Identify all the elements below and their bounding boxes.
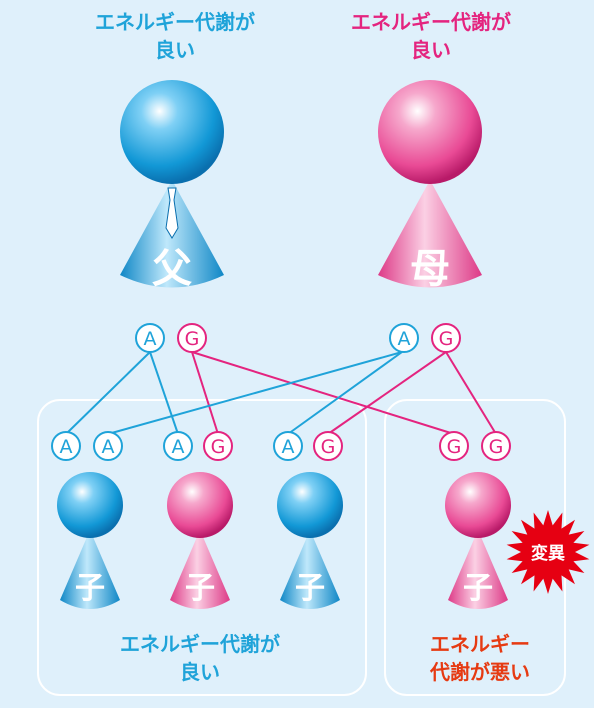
necktie-icon <box>165 187 179 239</box>
mother-head <box>378 80 482 184</box>
children-good-label: エネルギー代謝が 良い <box>95 630 305 686</box>
father-trait-line2: 良い <box>155 38 195 62</box>
allele-circle <box>481 431 511 461</box>
line-father-a-to-child1 <box>65 351 151 435</box>
mother-body <box>378 180 482 288</box>
child-bad-line1: エネルギー <box>430 632 530 656</box>
line-father-g-to-child4 <box>191 351 455 435</box>
line-mother-a-to-child1 <box>107 351 403 435</box>
allele-label: G <box>185 328 200 350</box>
child-body <box>170 530 230 609</box>
allele-label: G <box>489 436 504 458</box>
mother-figure: 母 <box>378 80 482 292</box>
mother-trait-line2: 良い <box>411 38 451 62</box>
father-head <box>120 80 224 184</box>
mother-trait-line1: エネルギー代謝が <box>351 10 511 34</box>
children-good-line1: エネルギー代謝が <box>120 632 280 656</box>
allele-label: A <box>144 328 157 350</box>
allele-label: A <box>102 436 115 458</box>
father-trait-label: エネルギー代謝が 良い <box>70 8 280 64</box>
child-2-figure: 子 <box>167 472 233 609</box>
allele-circle <box>203 431 233 461</box>
allele-circle <box>431 323 461 353</box>
allele-circle <box>313 431 343 461</box>
allele-label: A <box>398 328 411 350</box>
line-father-a-to-child2 <box>149 351 179 435</box>
children-good-line2: 良い <box>180 660 220 684</box>
child-head <box>167 472 233 538</box>
allele-circle <box>135 323 165 353</box>
allele-circle <box>51 431 81 461</box>
child-bad-label: エネルギー 代謝が悪い <box>395 630 565 686</box>
allele-circle <box>439 431 469 461</box>
child-head <box>57 472 123 538</box>
allele-circle <box>389 323 419 353</box>
child-1-figure: 子 <box>57 472 123 609</box>
child-char: 子 <box>463 571 493 606</box>
mother-trait-label: エネルギー代謝が 良い <box>326 8 536 64</box>
child-body <box>280 530 340 609</box>
child-bad-line2: 代謝が悪い <box>430 660 530 684</box>
child-4-alleles: G G <box>439 431 511 461</box>
allele-label: G <box>211 436 226 458</box>
child-4-figure: 子 <box>445 472 511 609</box>
allele-circle <box>93 431 123 461</box>
line-mother-g-to-child3 <box>327 351 447 435</box>
allele-label: A <box>60 436 73 458</box>
good-group-box <box>37 399 367 696</box>
child-char: 子 <box>75 571 105 606</box>
allele-label: G <box>447 436 462 458</box>
allele-circle <box>177 323 207 353</box>
child-head <box>277 472 343 538</box>
line-mother-g-to-child4 <box>445 351 497 435</box>
burst-icon <box>506 510 590 594</box>
father-char: 父 <box>152 245 192 292</box>
child-body <box>60 530 120 609</box>
child-1-alleles: A A <box>51 431 123 461</box>
child-3-figure: 子 <box>277 472 343 609</box>
allele-circle <box>273 431 303 461</box>
inheritance-lines <box>65 351 497 435</box>
child-head <box>445 472 511 538</box>
mutation-label: 変異 <box>531 543 565 564</box>
mother-char: 母 <box>410 245 450 292</box>
line-mother-a-to-child3 <box>287 351 403 435</box>
father-trait-line1: エネルギー代謝が <box>95 10 255 34</box>
allele-label: G <box>439 328 454 350</box>
child-char: 子 <box>295 571 325 606</box>
line-father-g-to-child2 <box>191 351 219 435</box>
allele-label: A <box>282 436 295 458</box>
child-body <box>448 530 508 609</box>
allele-label: G <box>321 436 336 458</box>
mother-alleles: A G <box>389 323 461 353</box>
child-3-alleles: A G <box>273 431 343 461</box>
father-alleles: A G <box>135 323 207 353</box>
mutation-badge: 変異 <box>506 510 590 594</box>
allele-circle <box>163 431 193 461</box>
child-char: 子 <box>185 571 215 606</box>
allele-label: A <box>172 436 185 458</box>
father-figure: 父 <box>120 80 224 292</box>
child-2-alleles: A G <box>163 431 233 461</box>
